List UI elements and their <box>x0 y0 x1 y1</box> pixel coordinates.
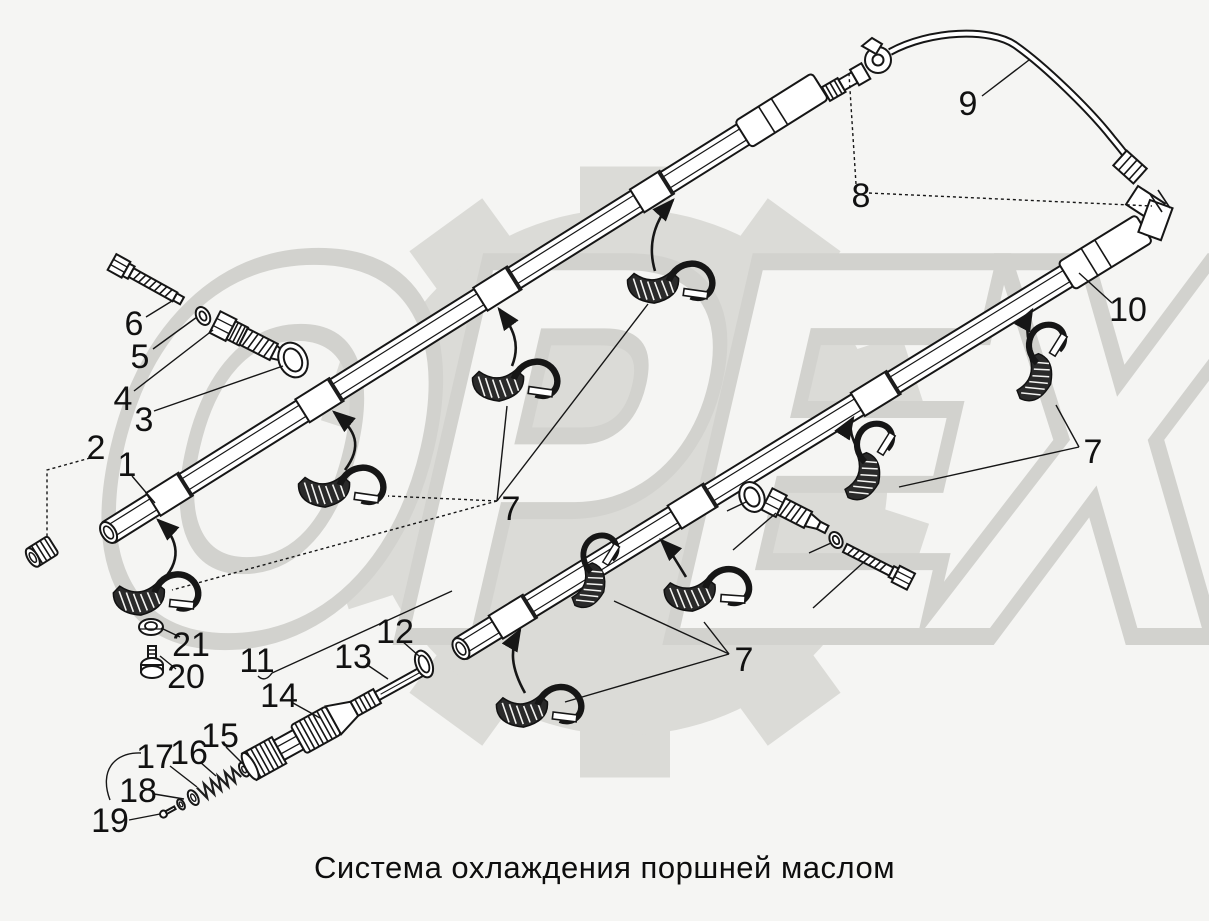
bolt-right <box>841 542 917 591</box>
callout-4-left: 4 <box>114 380 133 418</box>
callout-3-left: 3 <box>135 401 154 439</box>
callout-10: 10 <box>1109 291 1147 329</box>
seal-ring-right <box>738 481 766 513</box>
leader-lines <box>46 59 1153 821</box>
callout-11: 11 <box>239 642 274 680</box>
tube-end-cap <box>24 535 59 568</box>
valve-washer <box>186 789 200 806</box>
valve-seat-ring <box>176 798 186 811</box>
callout-7-bottom: 7 <box>735 641 754 679</box>
oil-tube-lower <box>451 215 1152 661</box>
nozzle-body <box>240 687 383 782</box>
callout-14: 14 <box>260 677 298 715</box>
mount-nut <box>138 618 164 636</box>
diagram-title: Система охлаждения поршней маслом <box>313 850 896 885</box>
pipe-union-nut-top <box>860 36 892 74</box>
watermark-text-group: ОРЕХ ОРЕХ <box>24 143 1209 754</box>
callout-2: 2 <box>87 429 106 467</box>
callout-16: 16 <box>170 734 208 772</box>
callout-7-right: 7 <box>1084 433 1103 471</box>
callout-1: 1 <box>118 446 137 484</box>
nozzle-fitting-right <box>760 486 830 535</box>
callout-7-middle: 7 <box>502 490 521 528</box>
banjo-fitting-top <box>820 61 872 103</box>
elbow-fitting <box>1124 184 1174 242</box>
callout-8: 8 <box>852 177 871 215</box>
bolt-left <box>106 252 186 306</box>
snap-ring <box>413 649 435 679</box>
callout-17: 17 <box>136 738 174 776</box>
mounting-arrows <box>156 198 1036 694</box>
callout-6-left: 6 <box>125 305 144 343</box>
callout-18: 18 <box>119 772 157 810</box>
oil-supply-pipe <box>888 29 1139 171</box>
callout-12: 12 <box>376 613 414 651</box>
valve-spring <box>196 765 242 802</box>
mount-bolt <box>140 645 164 679</box>
oil-tube-upper <box>99 73 828 544</box>
callout-19: 19 <box>91 802 129 840</box>
callout-20: 20 <box>167 658 205 696</box>
watermark-text: ОРЕХ <box>39 159 1209 739</box>
callout-15: 15 <box>201 717 239 755</box>
callout-9: 9 <box>959 85 978 123</box>
washer-left <box>194 306 212 326</box>
callout-13: 13 <box>334 638 372 676</box>
pipe-union-nut-bottom <box>1111 149 1149 185</box>
callout-21: 21 <box>172 626 210 664</box>
callout-5-left: 5 <box>131 338 150 376</box>
seal-ring-left <box>277 341 309 379</box>
valve-pin <box>159 805 177 819</box>
